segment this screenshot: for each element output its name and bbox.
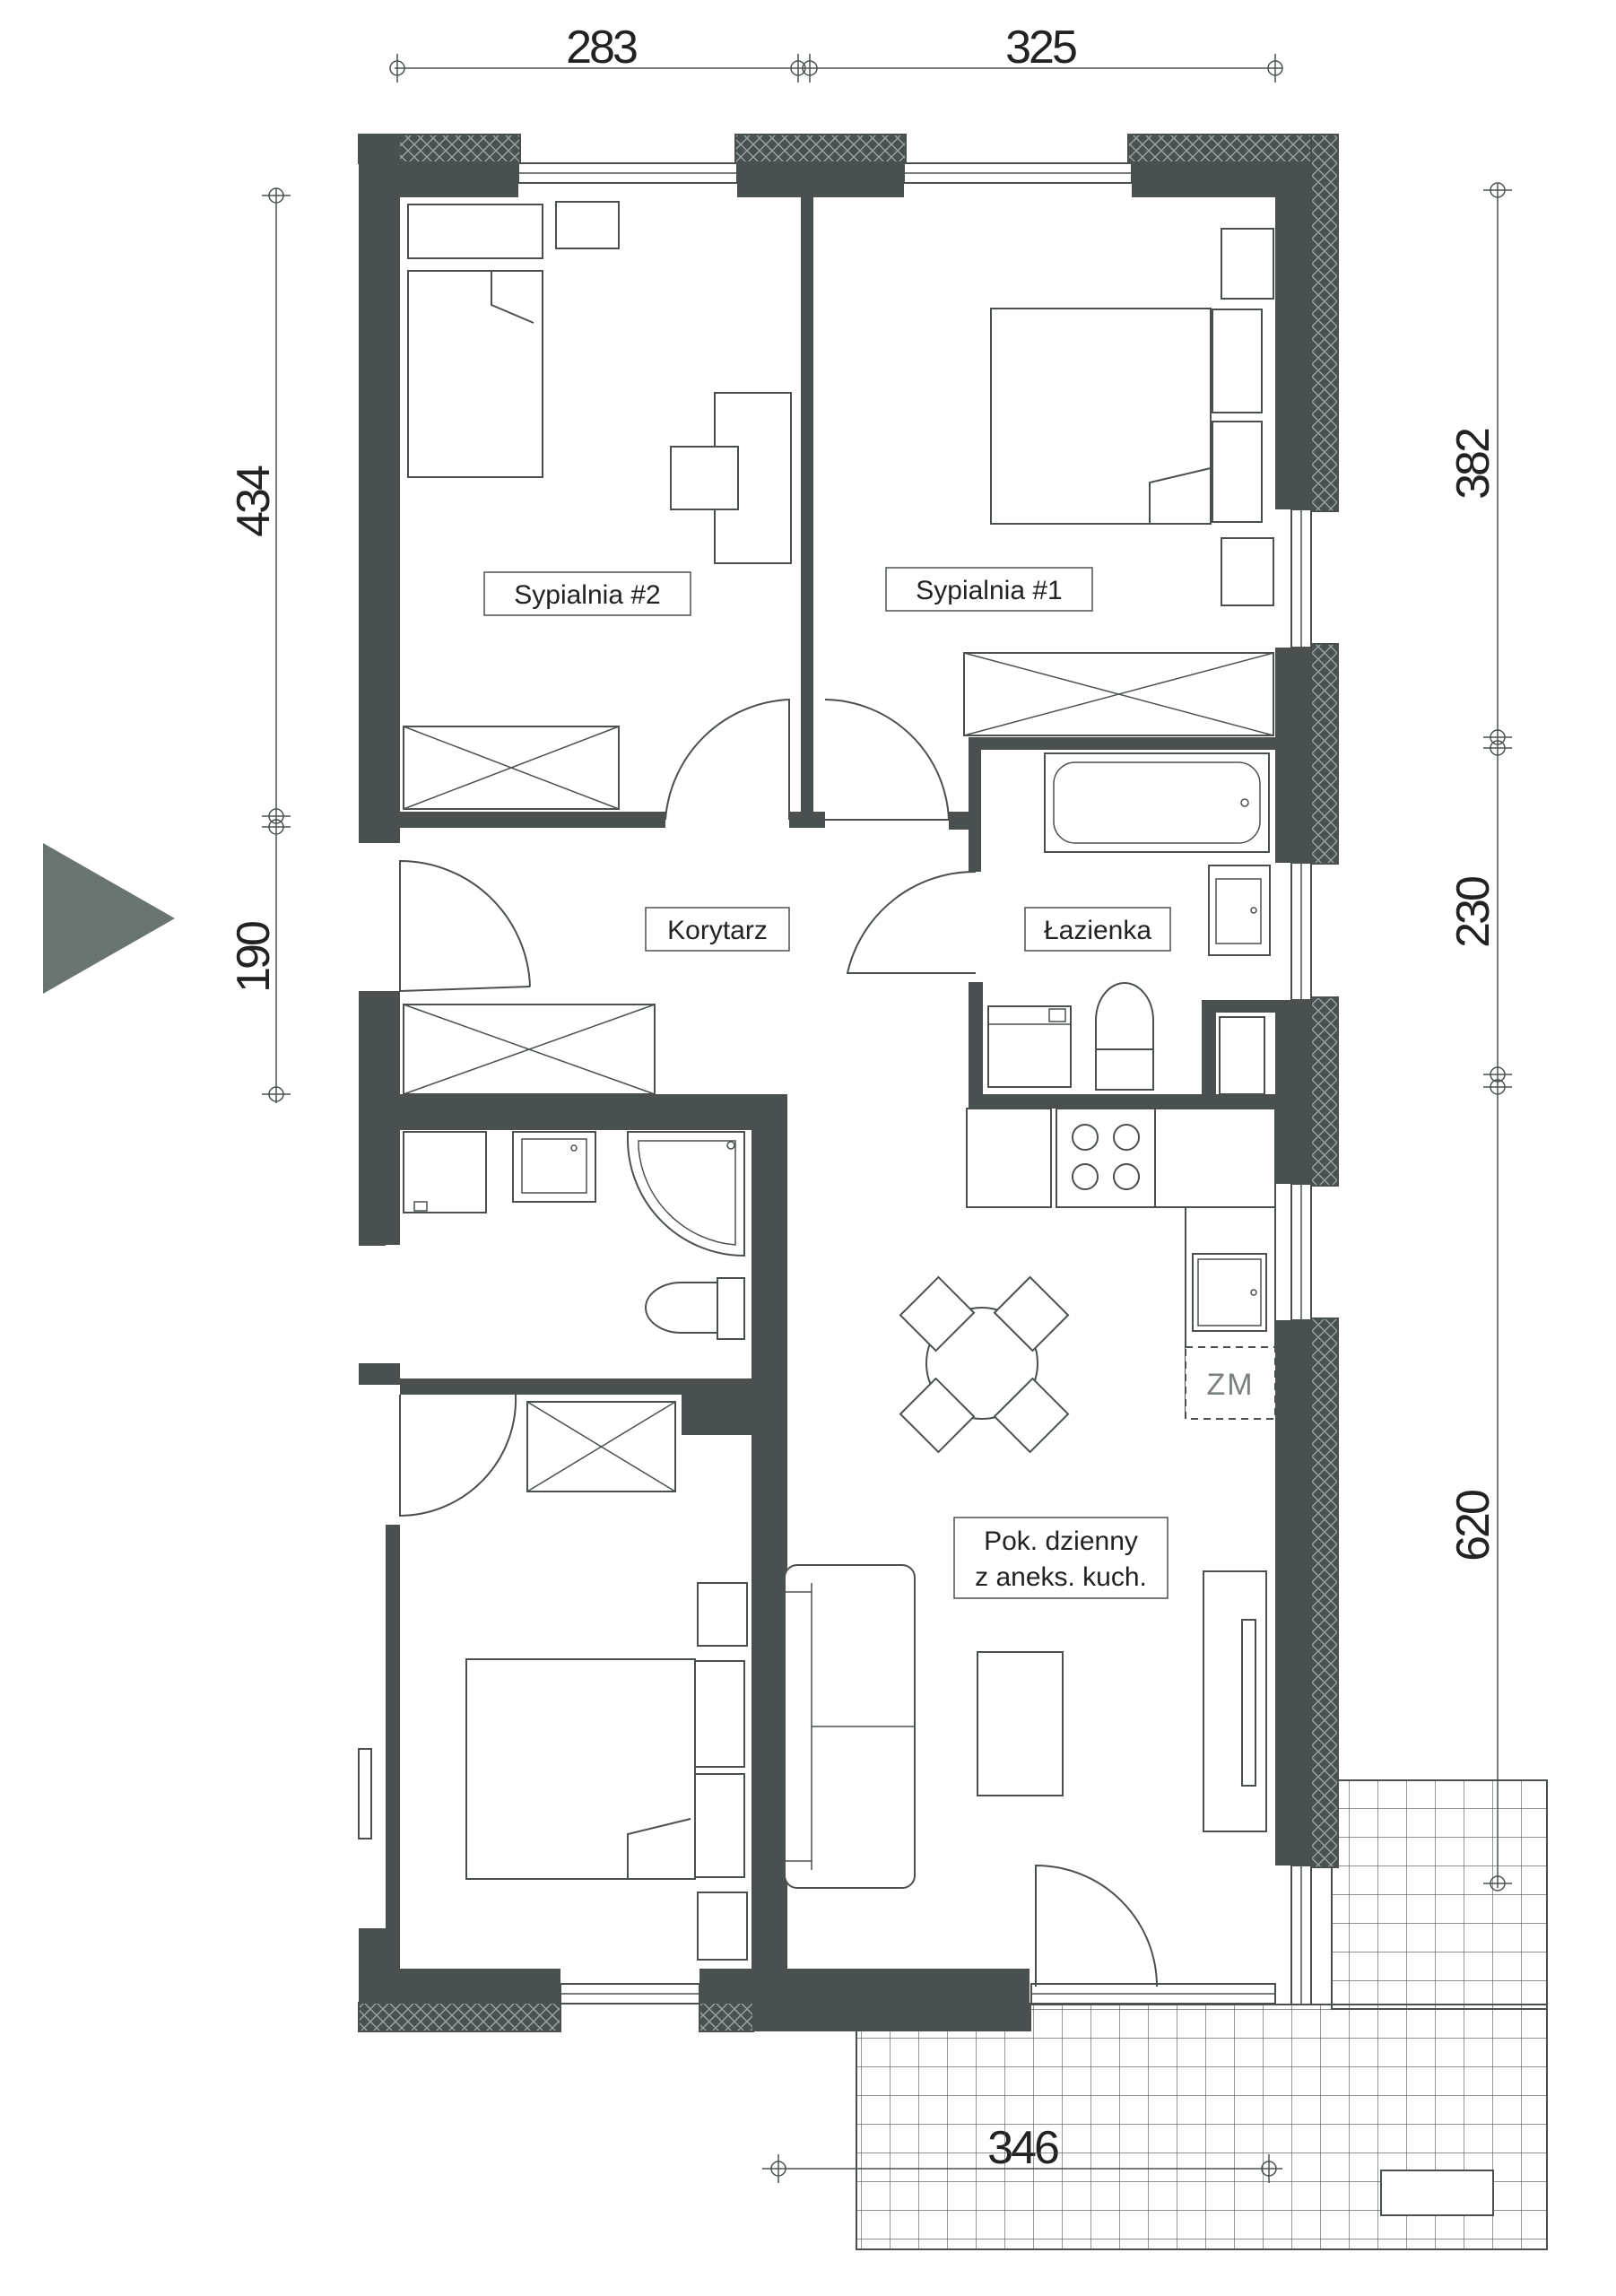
corridor-furniture [403,1004,656,1095]
bed3-pillow-b [694,1773,745,1878]
wc-cabinet [403,1131,487,1213]
bedroom2-furniture [403,201,792,810]
dim-left-upper: 434 [228,465,280,537]
dim-right-middle: 230 [1447,877,1499,948]
bed1-pillow-b [1212,421,1263,523]
bed1-nightstand-b [1221,537,1274,606]
room-label-bedroom2: Sypialnia #2 [514,580,660,610]
room-label-corridor: Korytarz [667,916,768,945]
living-furniture [784,1275,1267,1889]
bedroom1-furniture [963,228,1274,736]
shower-tray [627,1131,745,1257]
terrace [856,1779,1548,2250]
bathroom-fixtures [987,752,1271,1095]
bed3-nightstand-b [697,1892,748,1961]
room-label-living-line2: z aneks. kuch. [975,1562,1147,1592]
washer-slot [1185,1346,1276,1420]
bed3 [465,1658,696,1880]
washer-label: ZM [1206,1368,1254,1402]
dining-chair-se [993,1377,1070,1454]
bed3-pillow-a [694,1660,745,1768]
kitchen-sink [1192,1253,1267,1332]
cooktop [1056,1108,1156,1208]
bathtub [1044,752,1270,853]
terrace-planter [1380,2170,1494,2216]
room-labels: Sypialnia #2 Sypialnia #1 Korytarz Łazie… [483,567,1171,1599]
tv [1241,1619,1256,1787]
dining-chair-sw [899,1377,976,1454]
dining-chair-ne [993,1275,1070,1352]
dim-left-lower: 190 [228,922,280,993]
kitchen-counter-right [1154,1108,1276,1208]
washing-machine [987,1005,1072,1088]
dining-table [925,1307,1038,1420]
tv-cabinet [1203,1570,1267,1832]
wc-fixtures [403,1131,745,1340]
doors [359,698,1158,1987]
bed1 [990,308,1212,525]
desk-chair [670,446,739,510]
coffee-table [977,1651,1064,1796]
walls [358,134,1339,2032]
bed2-nightstand [555,201,620,249]
bed3-nightstand-a [697,1582,748,1647]
bedroom3-furniture [465,1401,748,1961]
room-label-living-line1: Pok. dzienny [984,1526,1138,1556]
dim-top-left: 283 [566,22,637,74]
wc-sink [512,1131,596,1203]
dim-top-right: 325 [1005,22,1076,74]
bed2 [407,270,543,478]
bed1-nightstand-a [1221,228,1274,300]
bath-sink [1208,865,1271,956]
kitchen-counter-left [966,1108,1052,1208]
kitchen: ZM [966,1108,1276,1420]
dining-chair-nw [899,1275,976,1352]
bed1-pillow-a [1212,309,1263,413]
bed2-pillow [407,204,543,259]
entry-arrow-icon [43,843,175,994]
dim-right-lower: 620 [1447,1491,1499,1561]
room-label-bedroom1: Sypialnia #1 [916,576,1062,605]
room-label-bathroom: Łazienka [1044,916,1151,945]
wc-toilet [645,1282,718,1334]
dim-right-upper: 382 [1447,429,1499,500]
windows [358,162,1312,2005]
